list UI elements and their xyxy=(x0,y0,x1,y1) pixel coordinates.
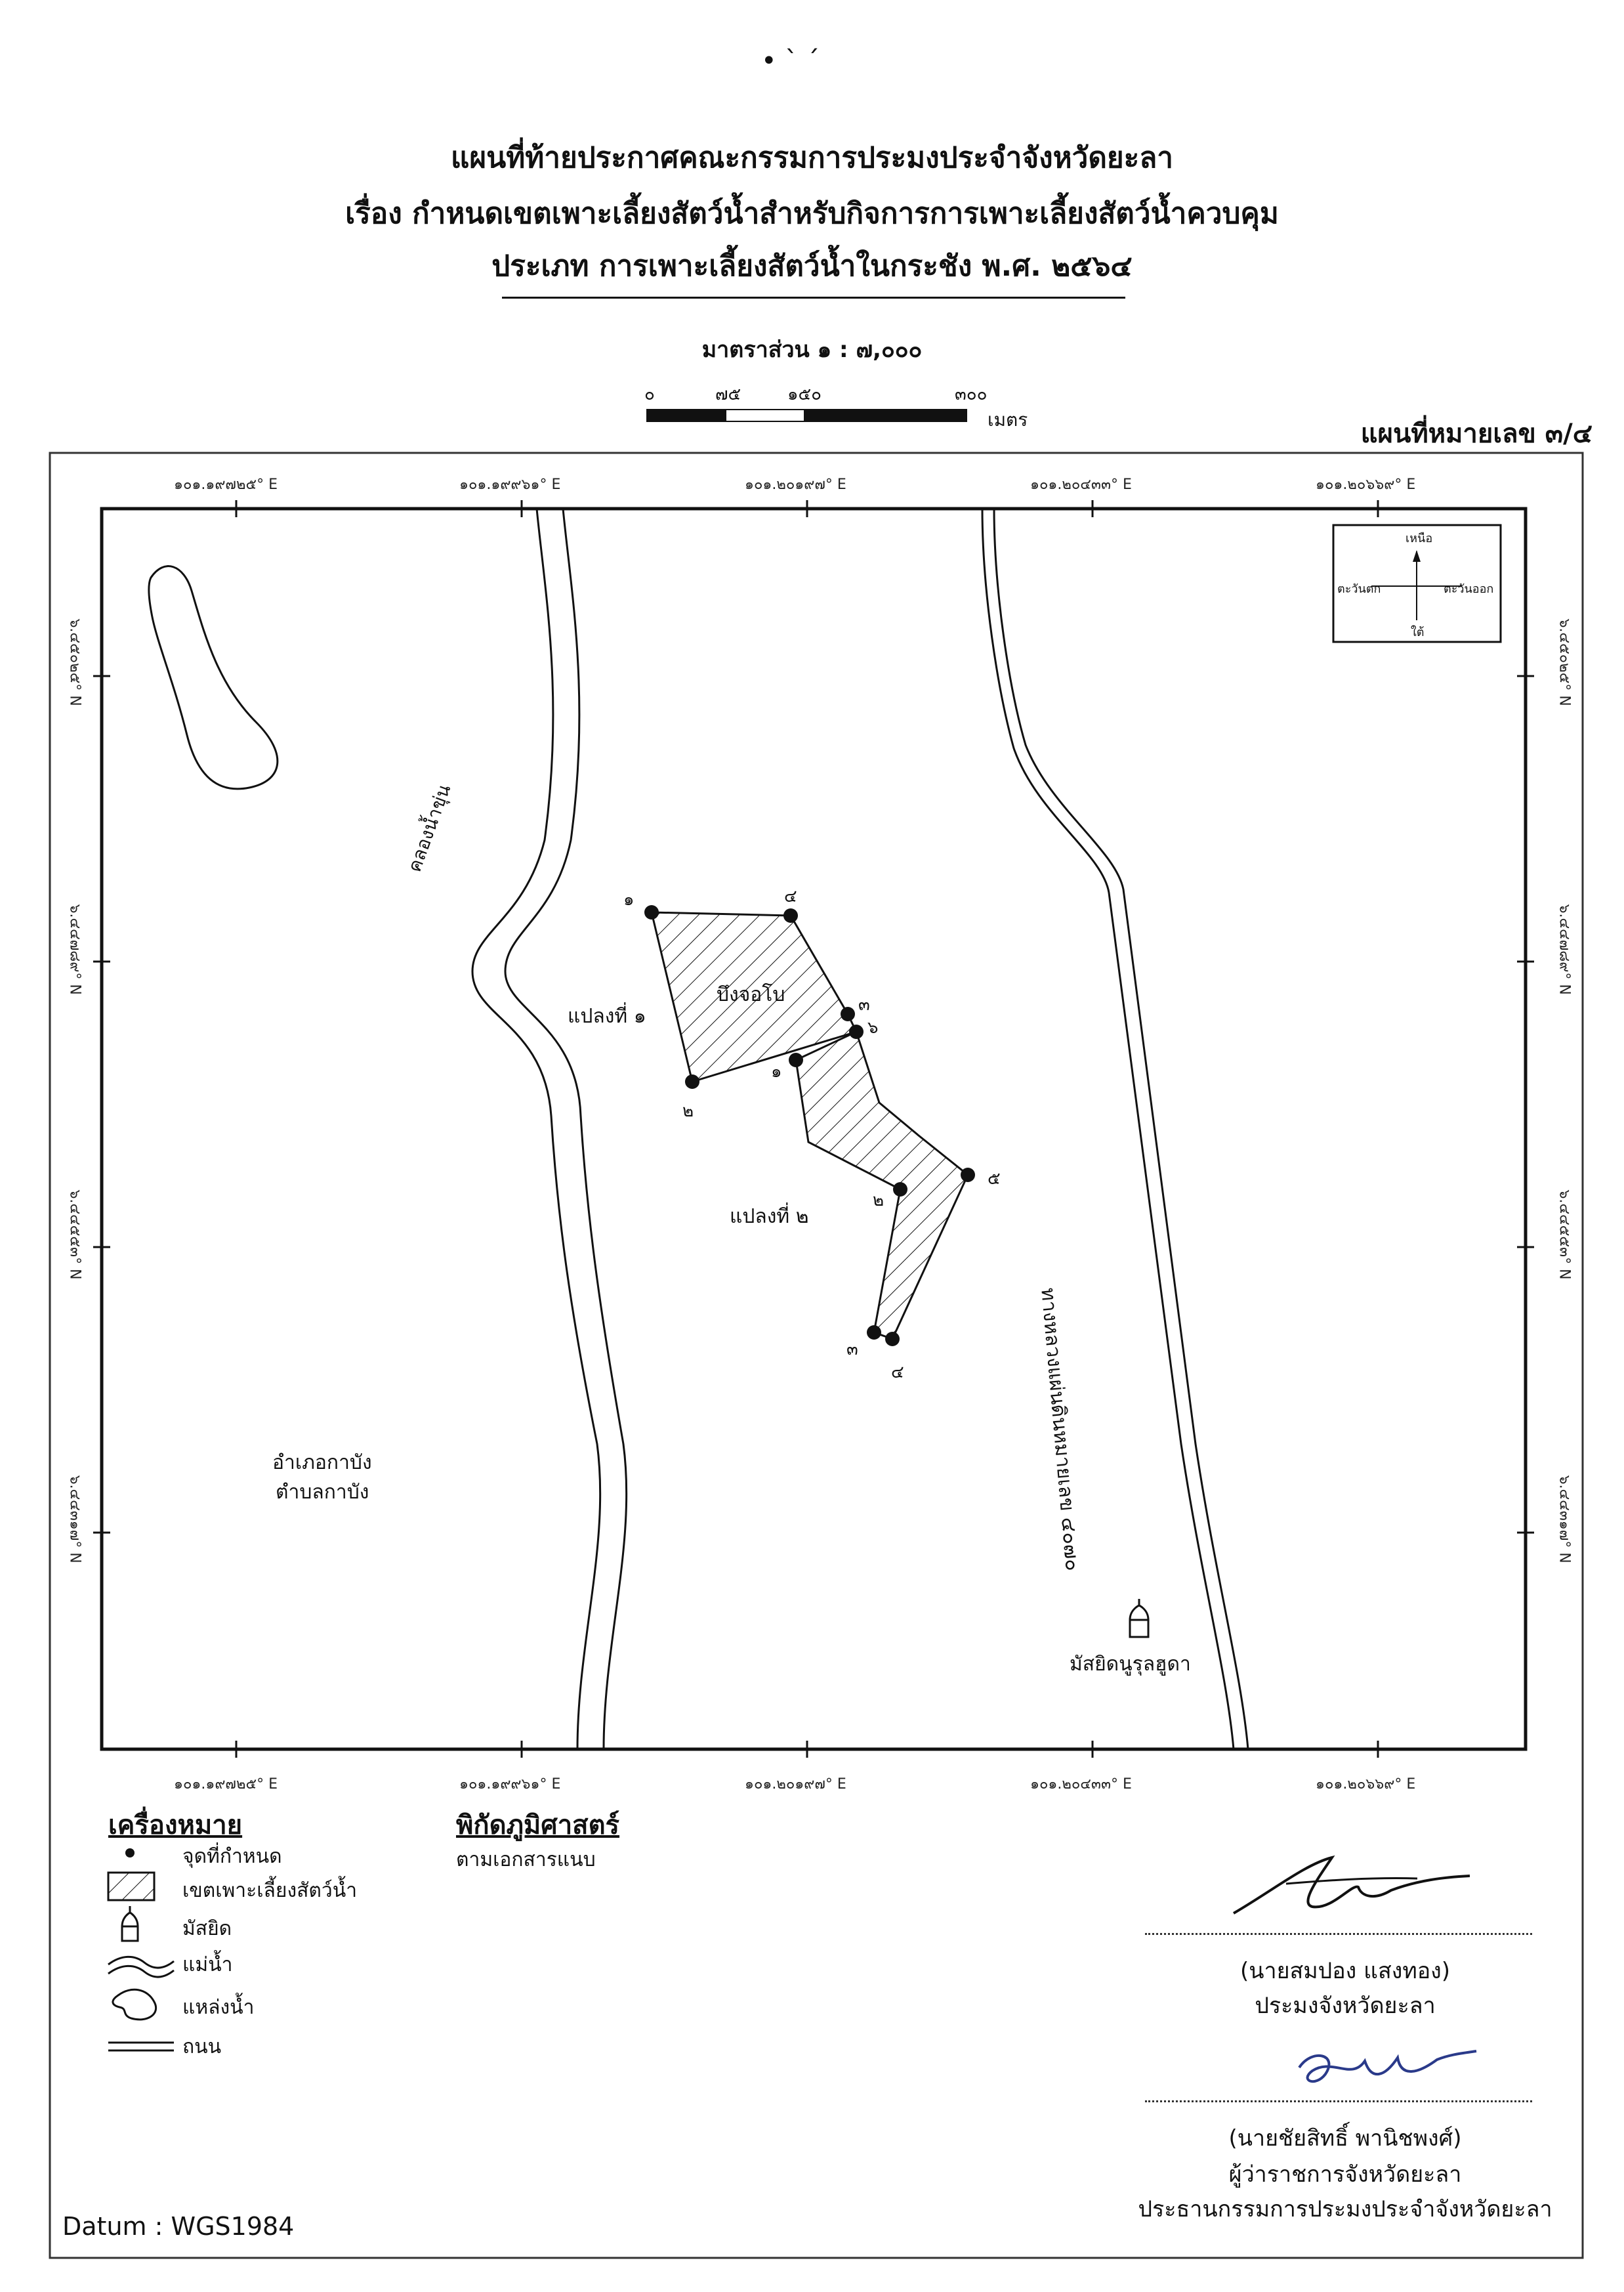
title-line-3: ประเภท การเพาะเลี้ยงสัตว์น้ำในกระชัง พ.ศ… xyxy=(491,249,1133,283)
scale-label-150: ๑๕๐ xyxy=(787,385,822,404)
mosque-label: มัสยิดนูรุลฮูดา xyxy=(1070,1653,1191,1676)
signature-1-position: ประมงจังหวัดยะลา xyxy=(1255,1993,1436,2019)
scale-label-300: ๓๐๐ xyxy=(955,385,988,404)
geo-text: ตามเอกสารแนบ xyxy=(456,1848,596,1871)
lon-tick-bottom-2: ๑๐๑.๑๙๙๖๑° E xyxy=(459,1776,561,1793)
lon-tick-top-2: ๑๐๑.๑๙๙๖๑° E xyxy=(459,477,561,493)
plot-2-label: แปลงที่ ๒ xyxy=(730,1205,809,1228)
compass-east: ตะวันออก xyxy=(1444,582,1494,596)
legend-item-river: แม่น้ำ xyxy=(182,1953,233,1976)
datum-label: Datum : WGS1984 xyxy=(62,2212,295,2241)
legend-item-zone: เขตเพาะเลี้ยงสัตว์น้ำ xyxy=(182,1879,358,1902)
scale-unit: เมตร xyxy=(988,409,1028,431)
scale-label-75: ๗๕ xyxy=(715,385,741,404)
signature-2-line xyxy=(1145,2100,1532,2102)
point-p2-2: ๒ xyxy=(873,1191,885,1210)
pond-shape xyxy=(148,565,279,790)
point-p2-6: ๖ xyxy=(867,1018,879,1038)
point-p1-3: ๓ xyxy=(858,995,870,1015)
lat-tick-left-3: ๖.๔๔๕๕๓° N xyxy=(66,1189,83,1280)
title-line-2: เรื่อง กำหนดเขตเพาะเลี้ยงสัตว์น้ำสำหรับก… xyxy=(345,197,1279,230)
signature-2-position: ผู้ว่าราชการจังหวัดยะลา xyxy=(1228,2161,1462,2188)
title-underline xyxy=(502,297,1125,299)
legend-item-road: ถนน xyxy=(182,2035,222,2058)
legend-item-mosque: มัสยิด xyxy=(182,1917,232,1940)
legend-item-waterbody: แหล่งน้ำ xyxy=(182,1996,255,2019)
point-p2-3: ๓ xyxy=(846,1340,858,1359)
lat-tick-left-1: ๖.๔๕๐๒๕° N xyxy=(66,618,83,706)
scale-bar xyxy=(646,409,967,422)
lon-tick-top-1: ๑๐๑.๑๙๗๒๕° E xyxy=(174,477,278,493)
geo-title: พิกัดภูมิศาสตร์ xyxy=(456,1810,620,1840)
compass-north: เหนือ xyxy=(1405,532,1433,545)
plot-2-area xyxy=(795,1030,969,1340)
legend-item-point: จุดที่กำหนด xyxy=(182,1845,282,1868)
point-p1-2: ๒ xyxy=(682,1101,694,1121)
scale-label-0: ๐ xyxy=(644,385,655,404)
legend-title: เครื่องหมาย xyxy=(108,1810,243,1840)
point-p1-4: ๔ xyxy=(784,887,797,906)
signature-2-position2: ประธานกรรมการประมงประจำจังหวัดยะลา xyxy=(1138,2196,1552,2222)
signature-2-scribble xyxy=(1298,2050,1477,2083)
lat-tick-left-2: ๖.๔๔๗๘๙° N xyxy=(66,904,83,995)
lat-tick-right-4: ๖.๔๔๓๑๗° N xyxy=(1556,1475,1573,1563)
point-p1-1: ๑ xyxy=(623,890,635,910)
lon-tick-top-4: ๑๐๑.๒๐๔๓๓° E xyxy=(1030,477,1132,493)
lon-tick-bottom-4: ๑๐๑.๒๐๔๓๓° E xyxy=(1030,1776,1132,1793)
compass-south: ใต้ xyxy=(1411,626,1425,639)
plot-1-area xyxy=(650,911,858,1083)
lat-tick-right-1: ๖.๔๕๐๒๕° N xyxy=(1556,618,1573,706)
scale-ratio: มาตราส่วน ๑ : ๗,๐๐๐ xyxy=(701,337,923,363)
lon-tick-bottom-1: ๑๐๑.๑๙๗๒๕° E xyxy=(174,1776,278,1793)
signature-1-line xyxy=(1145,1933,1532,1935)
lon-tick-top-3: ๑๐๑.๒๐๑๙๗° E xyxy=(745,477,846,493)
title-line-1: แผนที่ท้ายประกาศคณะกรรมการประมงประจำจังห… xyxy=(451,141,1173,175)
lat-tick-left-4: ๖.๔๔๓๑๗° N xyxy=(66,1475,83,1563)
lon-tick-bottom-5: ๑๐๑.๒๐๖๖๙° E xyxy=(1316,1776,1416,1793)
plot-1-label: แปลงที่ ๑ xyxy=(568,1005,646,1028)
lon-tick-top-5: ๑๐๑.๒๐๖๖๙° E xyxy=(1316,477,1416,493)
signature-1-name: (นายสมปอง แสงทอง) xyxy=(1239,1958,1451,1984)
signature-1-scribble xyxy=(1232,1855,1470,1915)
point-p2-4: ๔ xyxy=(891,1363,904,1382)
lon-tick-bottom-3: ๑๐๑.๒๐๑๙๗° E xyxy=(745,1776,846,1793)
lat-tick-right-3: ๖.๔๔๕๕๓° N xyxy=(1556,1189,1573,1280)
header-marks: • ˋ ˊ xyxy=(761,46,820,76)
lat-tick-right-2: ๖.๔๔๗๘๙° N xyxy=(1556,904,1573,995)
subdistrict-label: ตำบลกาบัง xyxy=(276,1481,369,1504)
point-p2-5: ๕ xyxy=(988,1169,1001,1189)
mosque-icon xyxy=(1129,1599,1150,1638)
district-label: อำเภอกาบัง xyxy=(272,1451,372,1474)
pond-label: บึงจอโบ xyxy=(717,983,785,1006)
signature-2-name: (นายชัยสิทธิ์ พานิชพงศ์) xyxy=(1228,2125,1462,2152)
map-number: แผนที่หมายเลข ๓/๔ xyxy=(1360,419,1593,449)
compass-west: ตะวันตก xyxy=(1337,582,1381,596)
point-p2-1: ๑ xyxy=(771,1062,782,1082)
